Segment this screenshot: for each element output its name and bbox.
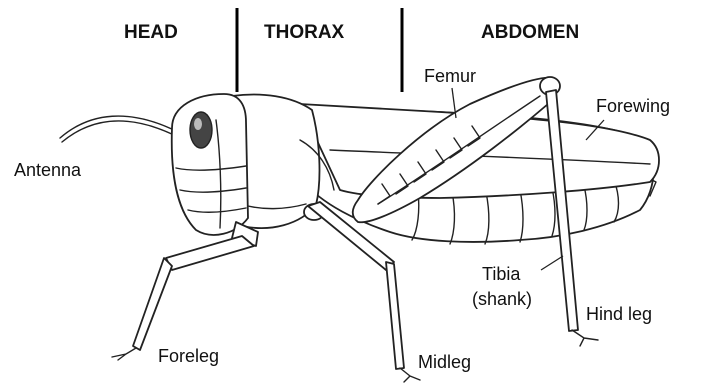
eye-highlight	[194, 118, 202, 130]
antenna-outer	[60, 116, 178, 138]
foreleg-label: Foreleg	[158, 346, 219, 366]
section-head-label: HEAD	[124, 22, 178, 43]
foreleg-foot	[112, 348, 136, 360]
tibia-leader	[541, 256, 563, 270]
midleg-label: Midleg	[418, 352, 471, 372]
midleg-foot	[400, 368, 420, 382]
hind-leg-foot	[572, 330, 598, 346]
section-thorax-label: THORAX	[264, 22, 345, 43]
foreleg-femur	[166, 236, 254, 270]
grasshopper-illustration	[60, 77, 659, 382]
hind-leg-label: Hind leg	[586, 304, 652, 324]
midleg-tibia	[386, 262, 404, 369]
tibia-label: Tibia	[482, 264, 521, 284]
femur-label: Femur	[424, 66, 476, 86]
antenna-label: Antenna	[14, 160, 82, 180]
section-abdomen-label: ABDOMEN	[481, 22, 579, 43]
compound-eye	[190, 112, 212, 148]
head	[172, 94, 248, 235]
forewing-label: Forewing	[596, 96, 670, 116]
shank-label: (shank)	[472, 289, 532, 309]
foreleg-tibia	[133, 258, 172, 350]
